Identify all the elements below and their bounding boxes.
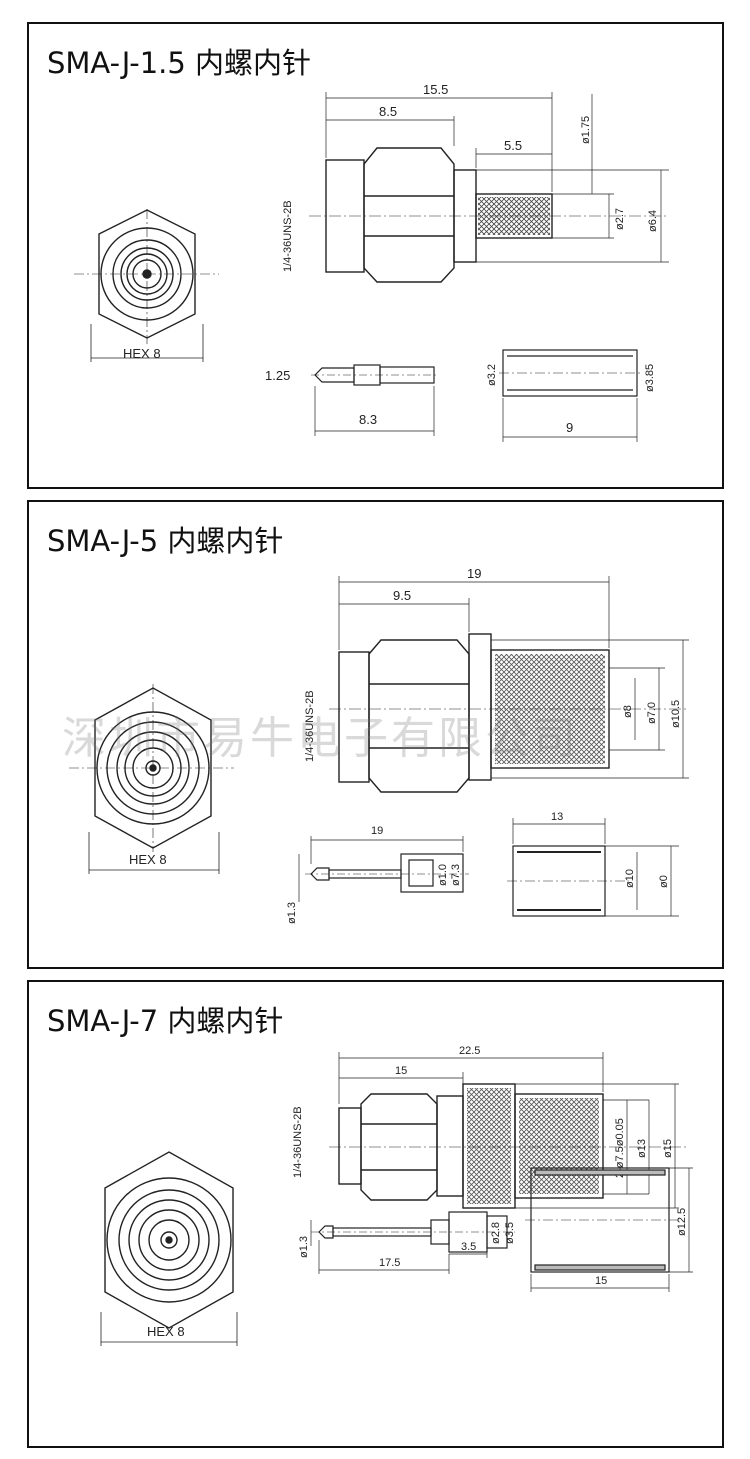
pin-c2: ø3.5	[504, 1222, 516, 1244]
pin-diameter: ø1.3	[298, 1236, 310, 1258]
dim-d-c: ø10.5	[670, 700, 682, 728]
drawing-sma-j-7: HEX 8 22.5 15 2-ø7.5ø0.	[100, 1045, 693, 1346]
ferrule-drawing	[525, 1167, 693, 1292]
hex-label: HEX 8	[147, 1324, 185, 1339]
pin-diameter: 1.25	[265, 368, 290, 383]
dim-d-tip: ø1.75	[580, 116, 592, 144]
pin-drawing	[310, 1211, 515, 1274]
ferrule-length: 15	[595, 1275, 607, 1287]
panel-title: SMA-J-7 内螺内针	[47, 1004, 284, 1038]
thread-label: 1/4-36UNS-2B	[304, 690, 316, 762]
ferrule-id: ø10	[624, 869, 636, 888]
panel-sma-j-1-5: SMA-J-1.5 内螺内针 HEX 8	[27, 22, 724, 489]
side-view	[329, 1052, 689, 1209]
dim-overall: 19	[467, 566, 481, 581]
pin-c1: ø1.0	[437, 864, 449, 886]
dim-overall: 22.5	[459, 1045, 480, 1057]
panel-title: SMA-J-1.5 内螺内针	[47, 46, 312, 80]
dim-tail-len: 5.5	[504, 138, 522, 153]
dim-d-inner: ø2.7	[614, 208, 626, 230]
panel-title: SMA-J-5 内螺内针	[47, 524, 284, 558]
side-view	[309, 92, 669, 283]
dim-hex-len: 9.5	[393, 588, 411, 603]
dim-hex-len: 8.5	[379, 104, 397, 119]
dim-d-knurl: 2-ø7.5ø0.05	[614, 1118, 626, 1178]
ferrule-od: ø12.5	[676, 1208, 688, 1236]
thread-label: 1/4-36UNS-2B	[292, 1106, 304, 1178]
pin-c1: ø2.8	[490, 1222, 502, 1244]
ferrule-length: 13	[551, 811, 563, 823]
drawing-sma-j-1-5: HEX 8 15.5 8.5	[74, 82, 669, 442]
dim-d-outer: ø6.4	[647, 210, 659, 232]
front-view	[100, 1151, 238, 1346]
ferrule-od: ø3.85	[644, 364, 656, 392]
pin-drawing	[298, 836, 469, 902]
dim-d-b: ø7.0	[646, 702, 658, 724]
panel-sma-j-5: SMA-J-5 内螺内针 HEX 8	[27, 500, 724, 969]
drawing-sma-j-5: HEX 8 19 9.5 ø8 ø7.0 ø10.5	[69, 566, 689, 924]
dim-hex-len: 15	[395, 1065, 407, 1077]
front-view	[69, 684, 234, 874]
thread-label: 1/4-36UNS-2B	[282, 200, 294, 272]
pin-drawing	[311, 364, 439, 436]
pin-length: 17.5	[379, 1257, 400, 1269]
dim-d-a: ø13	[636, 1139, 648, 1158]
pin-length: 8.3	[359, 412, 377, 427]
front-view	[74, 209, 219, 362]
watermark: 深圳市易牛电子有限公司	[62, 713, 579, 764]
ferrule-drawing	[499, 349, 641, 442]
dim-overall: 15.5	[423, 82, 448, 97]
pin-diameter: ø1.3	[286, 902, 298, 924]
ferrule-drawing	[507, 818, 679, 917]
dim-d-a: ø8	[622, 705, 634, 718]
side-view	[329, 576, 689, 793]
dim-d-b: ø15	[662, 1139, 674, 1158]
ferrule-od: ø0	[658, 875, 670, 888]
panel-sma-j-7: SMA-J-7 内螺内针 HEX 8	[27, 980, 724, 1448]
ferrule-id: ø3.2	[486, 364, 498, 386]
hex-label: HEX 8	[123, 346, 161, 361]
pin-step: 3.5	[461, 1241, 476, 1253]
pin-c2: ø7.3	[450, 864, 462, 886]
pin-length: 19	[371, 825, 383, 837]
ferrule-length: 9	[566, 420, 573, 435]
hex-label: HEX 8	[129, 852, 167, 867]
